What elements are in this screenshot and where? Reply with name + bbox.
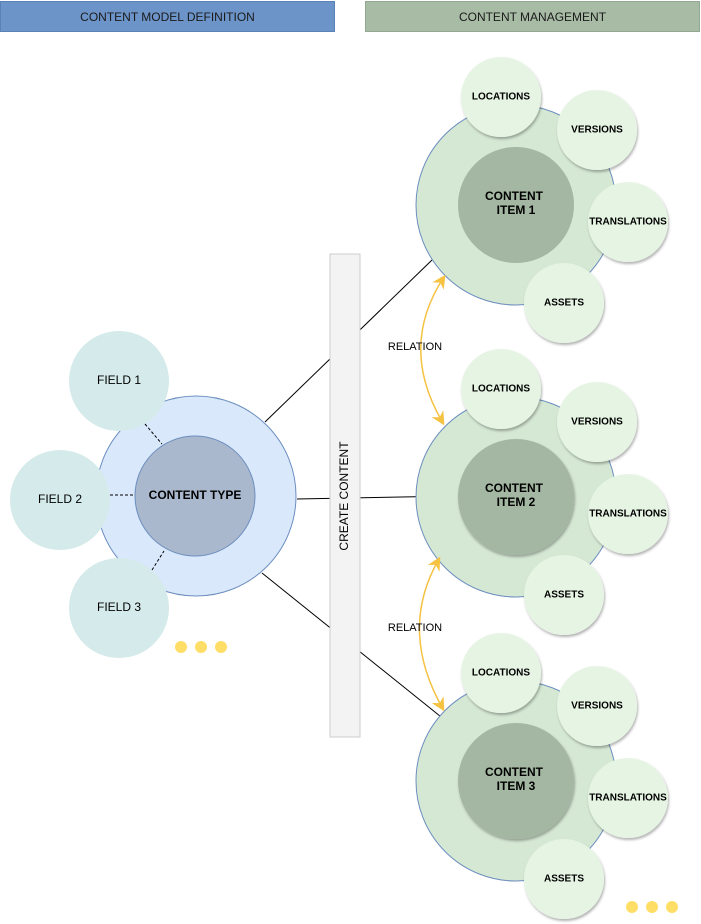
- item-1-assets-circle: [524, 263, 604, 343]
- content-item-1-inner-circle: [458, 147, 574, 263]
- field-3-label: FIELD 3: [97, 600, 141, 614]
- item-2-locations-label: LOCATIONS: [472, 384, 530, 395]
- connector-item-3: [261, 572, 472, 742]
- item-1-translations-label: TRANSLATIONS: [589, 217, 667, 228]
- content-item-1-label-line2: ITEM 1: [497, 203, 536, 217]
- item-2-versions-label: VERSIONS: [571, 417, 623, 428]
- more-items-ellipsis: [626, 901, 678, 913]
- item-2-versions-circle: [557, 382, 637, 462]
- item-3-assets-circle: [524, 839, 604, 919]
- field-3-link: [151, 550, 165, 571]
- content-item-3-inner-circle: [458, 723, 574, 839]
- content-item-2-inner-circle: [458, 439, 574, 555]
- content-management-header: CONTENT MANAGEMENT: [365, 1, 700, 32]
- relation-label-1: RELATION: [388, 341, 442, 353]
- content-item-1-label-line1: CONTENT: [485, 189, 544, 203]
- field-1-link: [144, 423, 163, 445]
- field-1-label: FIELD 1: [97, 373, 141, 387]
- create-content-label: CREATE CONTENT: [337, 441, 351, 551]
- item-1-versions-circle: [557, 90, 637, 170]
- content-item-3-group: CONTENT ITEM 3 LOCATIONS VERSIONS TRANSL…: [415, 633, 668, 919]
- item-3-versions-circle: [557, 666, 637, 746]
- item-2-translations-label: TRANSLATIONS: [589, 509, 667, 520]
- item-1-assets-label: ASSETS: [544, 298, 584, 309]
- relation-arrow-2-3: [418, 556, 445, 712]
- item-1-translations-circle: [588, 182, 668, 262]
- create-content-bar: [329, 253, 361, 738]
- relation-arrow-1-2: [420, 274, 446, 426]
- item-3-versions-label: VERSIONS: [571, 701, 623, 712]
- content-item-3-label-line2: ITEM 3: [497, 779, 536, 793]
- content-item-3-label-line1: CONTENT: [485, 765, 544, 779]
- content-item-2-label-line1: CONTENT: [485, 481, 544, 495]
- field-2-circle: [10, 450, 110, 550]
- item-3-locations-label: LOCATIONS: [472, 668, 530, 679]
- content-item-1-group: CONTENT ITEM 1 LOCATIONS VERSIONS TRANSL…: [415, 57, 668, 343]
- content-type-inner-circle: [134, 435, 256, 557]
- relation-label-2: RELATION: [388, 622, 442, 634]
- item-3-translations-label: TRANSLATIONS: [589, 793, 667, 804]
- content-item-2-group: CONTENT ITEM 2 LOCATIONS VERSIONS TRANSL…: [415, 349, 668, 635]
- item-3-assets-label: ASSETS: [544, 874, 584, 885]
- item-1-versions-label: VERSIONS: [571, 125, 623, 136]
- item-3-locations-circle: [461, 633, 541, 713]
- item-2-translations-circle: [588, 474, 668, 554]
- more-fields-ellipsis: [175, 641, 227, 653]
- item-2-locations-circle: [461, 349, 541, 429]
- field-3-circle: [69, 558, 169, 658]
- item-2-assets-label: ASSETS: [544, 590, 584, 601]
- item-2-assets-circle: [524, 555, 604, 635]
- content-item-2-label-line2: ITEM 2: [497, 495, 536, 509]
- item-3-translations-circle: [588, 758, 668, 838]
- field-1-circle: [69, 331, 169, 431]
- item-1-locations-label: LOCATIONS: [472, 92, 530, 103]
- content-model-definition-header: CONTENT MODEL DEFINITION: [0, 1, 335, 32]
- item-1-locations-circle: [461, 57, 541, 137]
- field-2-label: FIELD 2: [38, 492, 82, 506]
- content-type-label: CONTENT TYPE: [149, 488, 242, 502]
